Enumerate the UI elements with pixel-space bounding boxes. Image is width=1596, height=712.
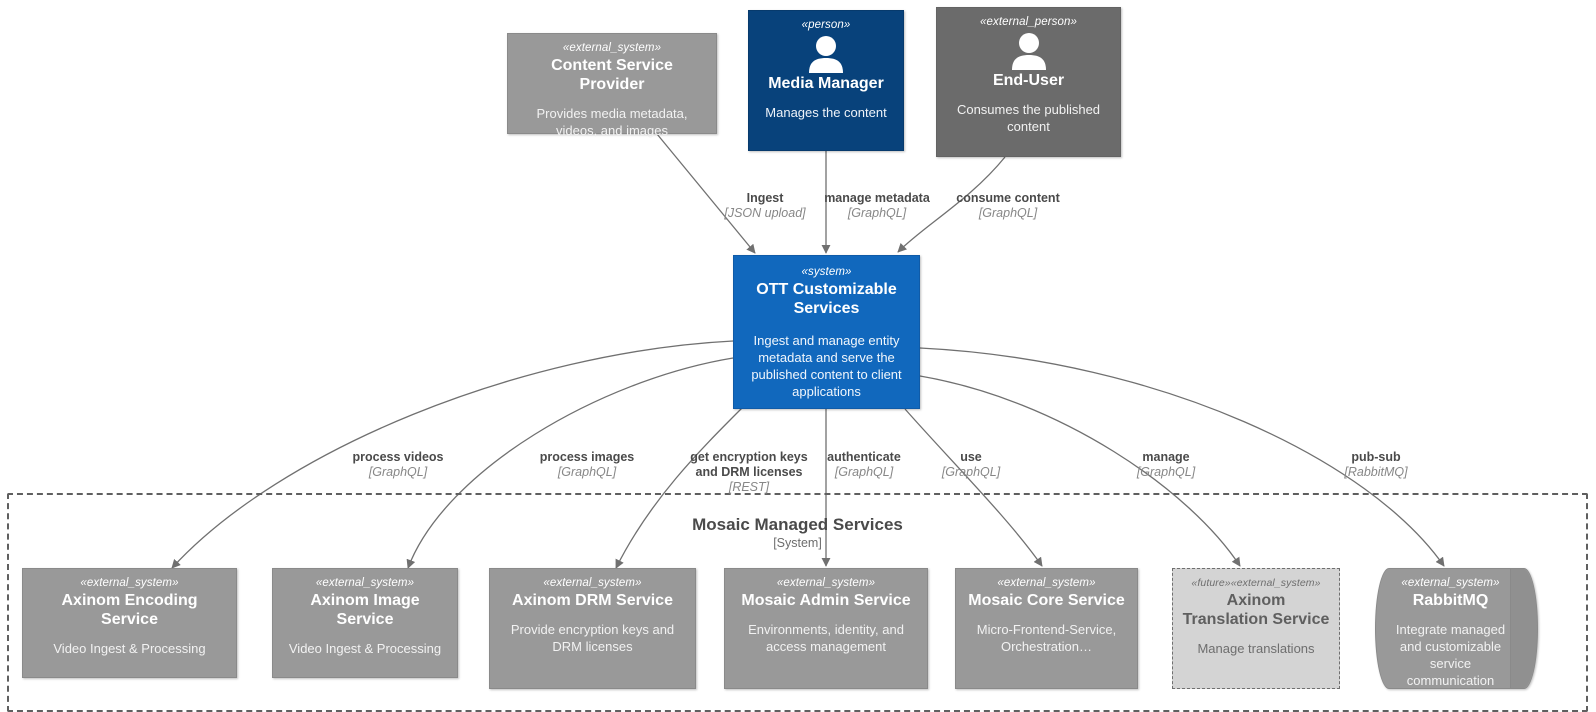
node-description: Consumes the published content [956,102,1101,134]
relationship-label-consume-content: consume content [GraphQL] [948,191,1068,221]
relationship-label-use: use [GraphQL] [915,450,1027,480]
relationship-label-pubsub: pub-sub [RabbitMQ] [1320,450,1432,480]
relationship-label-authenticate: authenticate [GraphQL] [821,450,907,480]
node-description: Video Ingest & Processing [288,641,442,656]
node-stereotype: «external_person» [980,16,1077,28]
person-icon [809,36,843,73]
relationship-label: use [960,450,982,464]
node-ott-customizable-services[interactable]: «system» OTT Customizable Services Inges… [733,255,920,409]
relationship-label: process images [539,450,635,464]
relationship-technology: [GraphQL] [847,206,907,220]
relationship-label-process-images: process images [GraphQL] [527,450,647,480]
node-name: OTT Customizable Services [756,281,897,317]
node-stereotype: «external_system» [1401,577,1500,589]
node-mosaic-admin-service[interactable]: «external_system» Mosaic Admin Service E… [724,568,928,689]
node-stereotype: «future»«external_system» [1191,577,1321,589]
node-axinom-drm-service[interactable]: «external_system» Axinom DRM Service Pro… [489,568,696,689]
node-name: Content Service Provider [551,57,673,93]
node-description: Provide encryption keys and DRM licenses [510,622,675,654]
relationship-label: get encryption keys and DRM licenses [690,450,808,479]
relationship-label-manage: manage [GraphQL] [1110,450,1222,480]
relationship-label-process-videos: process videos [GraphQL] [338,450,458,480]
node-rabbitmq[interactable]: «external_system» RabbitMQ Integrate man… [1375,568,1538,689]
relationship-label: consume content [956,191,1060,205]
node-axinom-image-service[interactable]: «external_system» Axinom Image Service V… [272,568,458,678]
queue-shape-cap [1510,569,1537,688]
relationship-label-manage-metadata: manage metadata [GraphQL] [817,191,937,221]
node-name: End-User [992,72,1065,89]
person-icon [1011,33,1046,70]
node-content-service-provider[interactable]: «external_system» Content Service Provid… [507,33,717,138]
node-description: Manage translations [1197,641,1315,656]
node-stereotype: «person» [801,19,851,31]
node-stereotype: «external_system» [543,577,642,589]
relationship-technology: [RabbitMQ] [1344,465,1408,479]
relationship-label: manage [1142,450,1190,464]
relationship-technology: [GraphQL] [834,465,894,479]
relationship-label: manage metadata [824,191,930,205]
node-axinom-translation-service[interactable]: «future»«external_system» Axinom Transla… [1172,568,1340,689]
node-description: Video Ingest & Processing [53,641,206,656]
node-stereotype: «external_system» [80,577,179,589]
node-stereotype: «external_system» [776,577,876,589]
node-description: Integrate managed and customizable servi… [1395,622,1506,688]
relationship-label: authenticate [827,450,901,464]
node-stereotype: «external_system» [315,577,415,589]
node-description: Manages the content [765,105,887,120]
relationship-technology: [JSON upload] [724,206,806,220]
relationship-technology: [GraphQL] [368,465,428,479]
relationship-technology: [GraphQL] [941,465,1001,479]
relationship-label: pub-sub [1351,450,1401,464]
relationship-label: process videos [352,450,444,464]
node-stereotype: «system» [801,266,852,278]
node-description: Provides media metadata, videos, and ima… [536,106,688,138]
node-stereotype: «external_system» [562,42,662,54]
node-description: Environments, identity, and access manag… [748,622,904,654]
boundary-title: Mosaic Managed Services [System] [9,515,1586,550]
boundary-name: Mosaic Managed Services [692,515,903,534]
node-name: Axinom Encoding Service [61,592,198,628]
node-name: Mosaic Admin Service [741,592,911,609]
node-stereotype: «external_system» [997,577,1096,589]
relationship-label-drm: get encryption keys and DRM licenses [RE… [680,450,818,495]
relationship-technology: [GraphQL] [557,465,617,479]
relationship-label: Ingest [746,191,784,205]
boundary-mosaic-managed-services: Mosaic Managed Services [System] [7,493,1588,712]
node-axinom-encoding-service[interactable]: «external_system» Axinom Encoding Servic… [22,568,237,678]
relationship-technology: [REST] [728,480,770,494]
node-media-manager[interactable]: «person» Media Manager Manages the conte… [748,10,904,151]
relationship-technology: [GraphQL] [978,206,1038,220]
node-name: Axinom Translation Service [1182,592,1330,628]
node-name: Axinom DRM Service [512,592,673,609]
relationship-technology: [GraphQL] [1136,465,1196,479]
node-name: RabbitMQ [1412,592,1489,609]
node-name: Mosaic Core Service [968,592,1125,609]
node-name: Axinom Image Service [310,592,420,628]
relationship-label-ingest: Ingest [JSON upload] [706,191,824,221]
boundary-type: [System] [773,536,822,550]
node-description: Ingest and manage entity metadata and se… [751,333,902,399]
node-mosaic-core-service[interactable]: «external_system» Mosaic Core Service Mi… [955,568,1138,689]
node-end-user[interactable]: «external_person» End-User Consumes the … [936,7,1121,157]
node-name: Media Manager [768,75,884,92]
node-description: Micro-Frontend-Service, Orchestration… [976,622,1117,654]
